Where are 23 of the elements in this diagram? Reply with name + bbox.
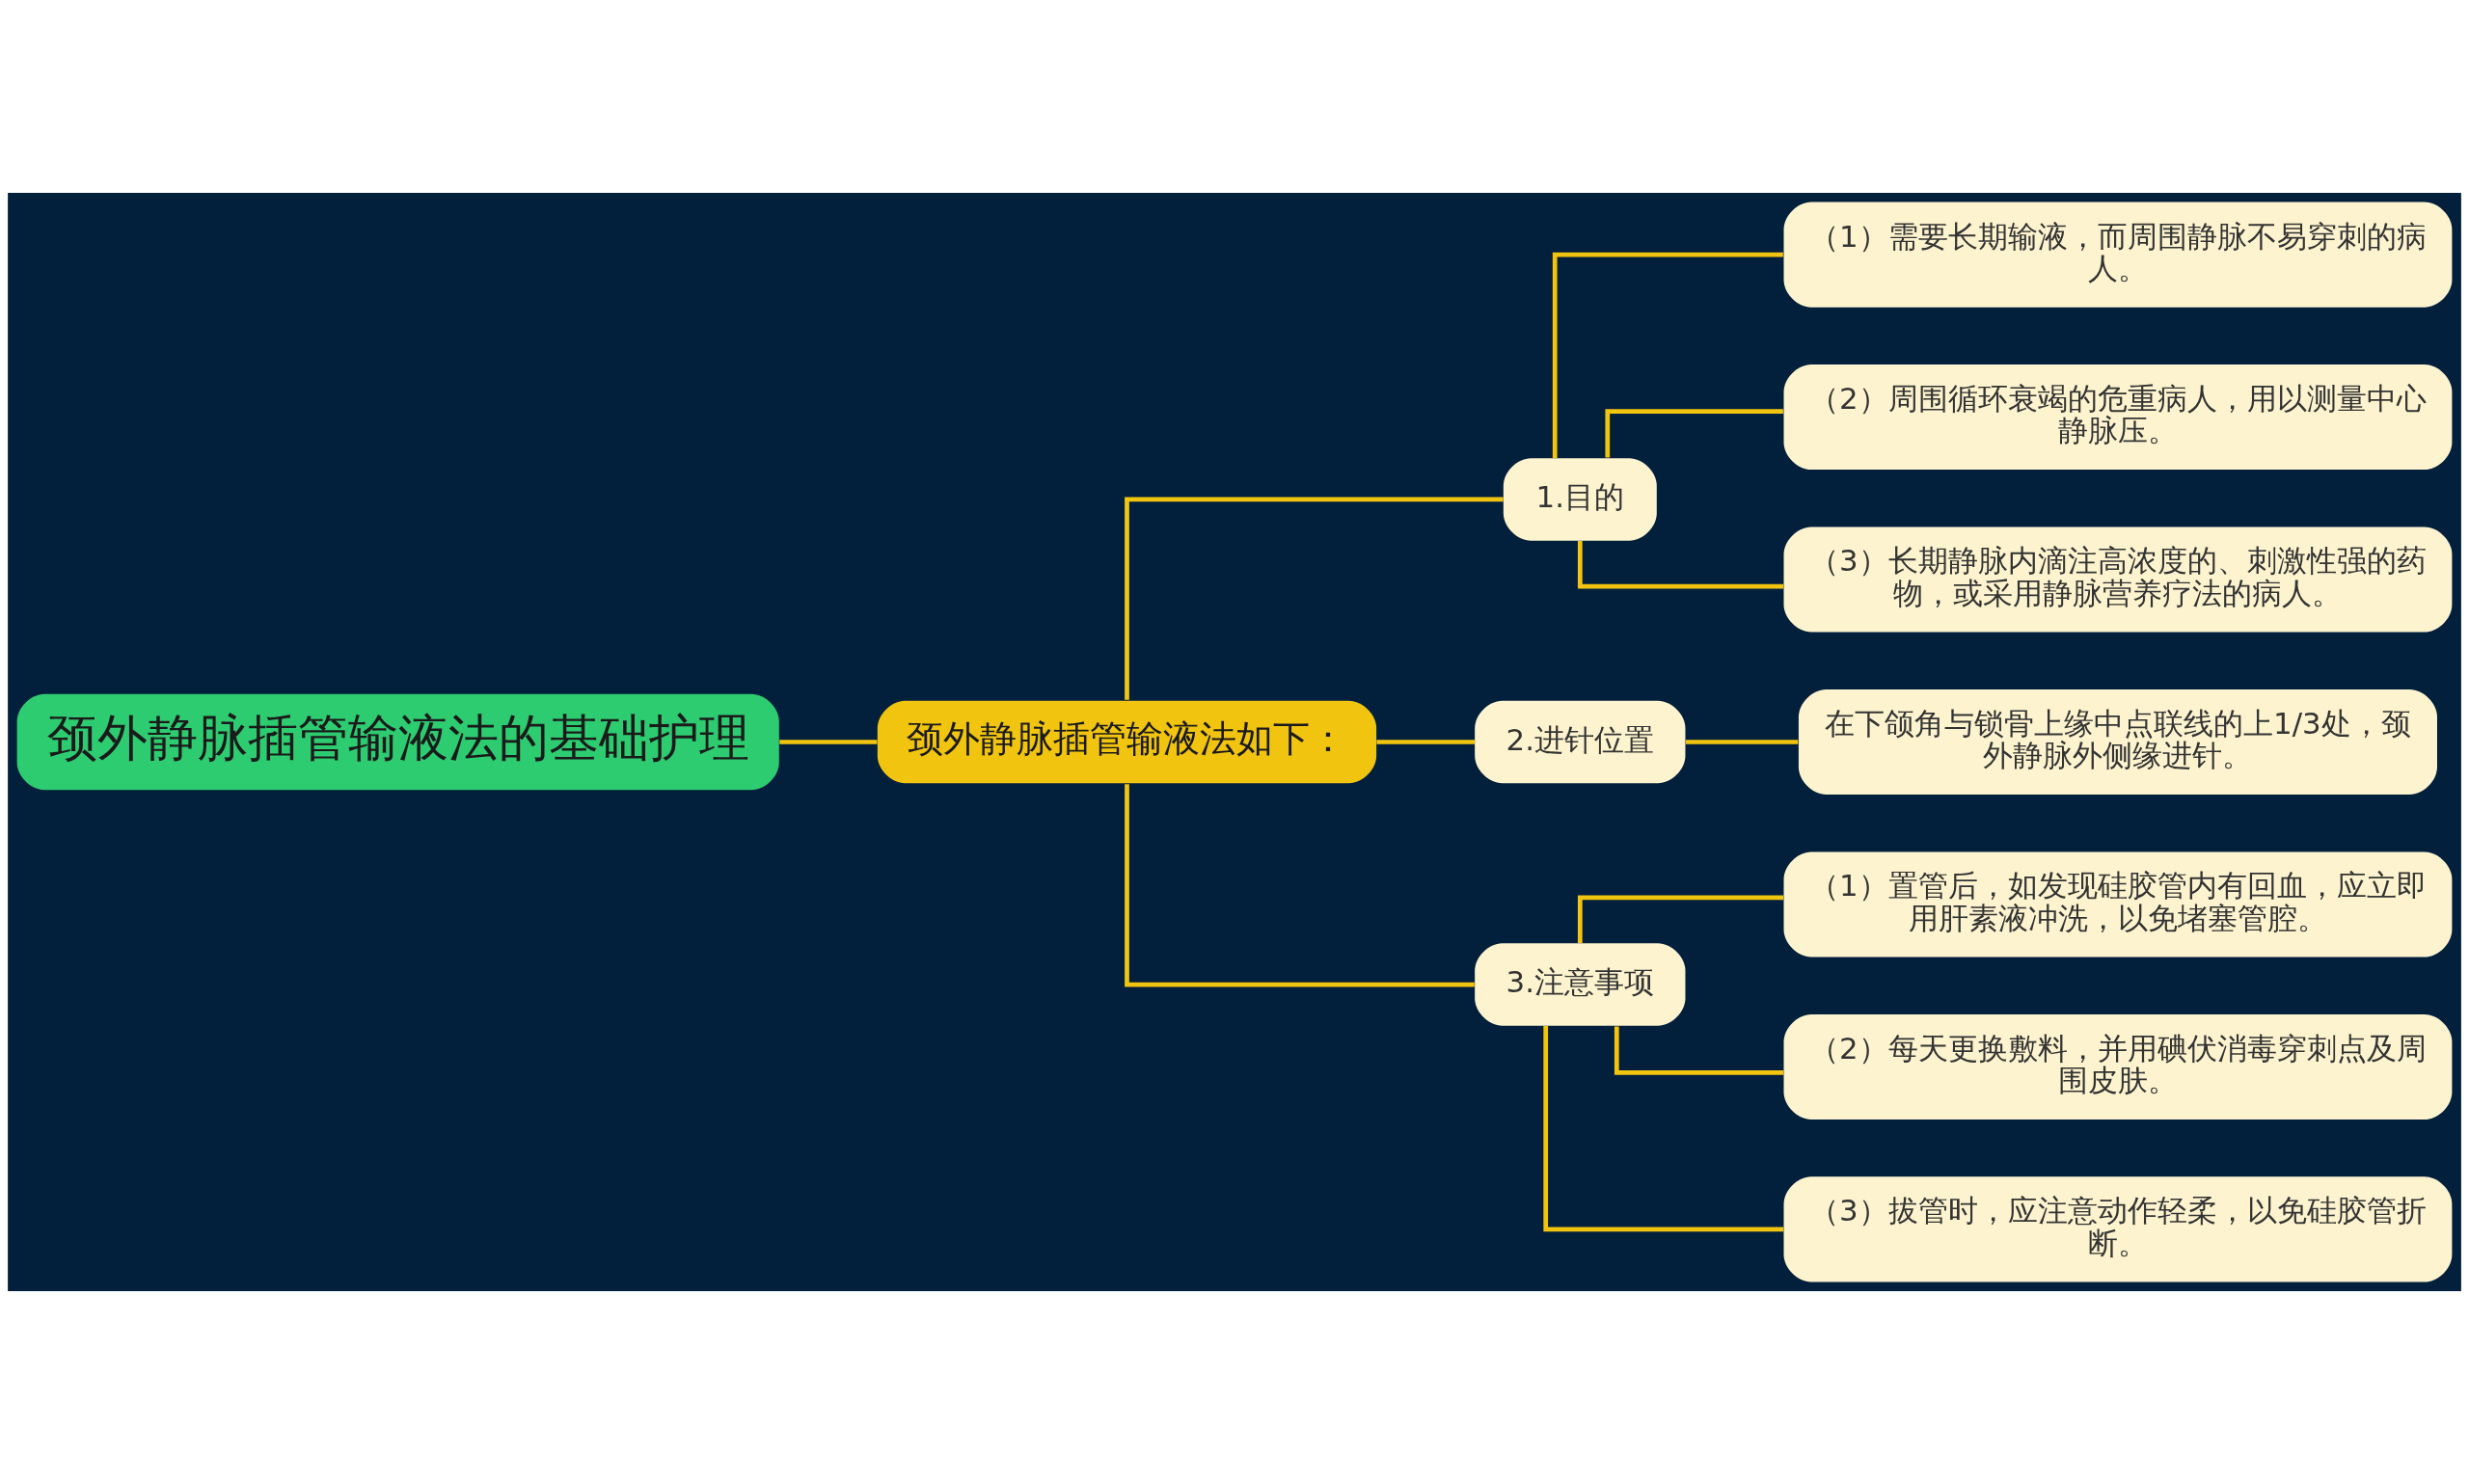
node-box: （3）拔管时，应注意动作轻柔，以免硅胶管折断。	[1783, 1176, 2453, 1282]
node-box: 颈外静脉插管输液法的基础护理	[16, 693, 779, 791]
node-box: （2）周围循环衰竭的危重病人，用以测量中心静脉压。	[1783, 364, 2453, 471]
connector	[1125, 784, 1475, 987]
node-box: 2.进针位置	[1475, 700, 1686, 784]
node-box: （1）需要长期输液，而周围静脉不易穿刺的病人。	[1783, 202, 2453, 308]
connector	[1376, 740, 1476, 744]
node-box: （2）每天更换敷料，并用碘伏消毒穿刺点及周围皮肤。	[1783, 1013, 2453, 1120]
connector	[779, 740, 878, 744]
connector	[1125, 497, 1504, 700]
connector	[1543, 1026, 1784, 1232]
node-box: 1.目的	[1503, 458, 1657, 541]
connector	[1552, 252, 1783, 458]
connector	[1577, 540, 1784, 589]
connector	[1685, 740, 1799, 744]
node-box: 3.注意事项	[1475, 943, 1686, 1026]
connector	[1577, 895, 1784, 944]
connector	[1614, 1026, 1784, 1075]
node-box: （3）长期静脉内滴注高浓度的、刺激性强的药物，或采用静脉营养疗法的病人。	[1783, 526, 2453, 633]
node-box: 在下颌角与锁骨上缘中点联线的上1/3处，颈外静脉外侧缘进针。	[1798, 688, 2437, 796]
node-box: 颈外静脉插管输液法如下：	[877, 700, 1377, 784]
connector	[1605, 409, 1783, 458]
node-box: （1）置管后，如发现硅胶管内有回血，应立即用肝素液冲洗，以免堵塞管腔。	[1783, 851, 2453, 958]
